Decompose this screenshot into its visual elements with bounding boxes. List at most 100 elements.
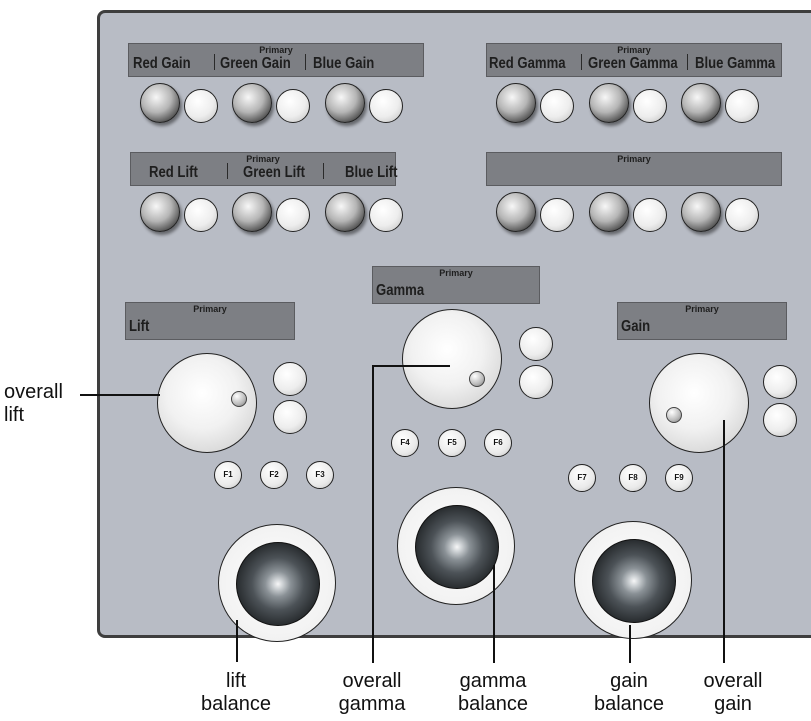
blue-lift-label: Blue Lift <box>345 164 398 181</box>
gain-trackball[interactable] <box>574 521 692 639</box>
green-lift-trim-knob[interactable] <box>232 192 272 232</box>
primary-label: Primary <box>685 304 719 314</box>
overall-lift-callout: overall lift <box>4 381 63 427</box>
callout-line-1: overall <box>4 381 63 403</box>
gamma-trackball[interactable] <box>397 487 515 605</box>
lift-display: Primary Lift <box>125 302 295 340</box>
overall-lift-knob[interactable] <box>157 353 257 453</box>
gain-trackball-ball <box>592 539 676 623</box>
gain-display: Primary Gain <box>617 302 787 340</box>
gain-row-display: Primary Red Gain Green Gain Blue Gain <box>128 43 424 77</box>
callout-line-1: gain <box>610 670 648 692</box>
green-lift-label: Green Lift <box>243 164 305 181</box>
separator <box>581 54 582 70</box>
overall-gain-knob[interactable] <box>649 353 749 453</box>
overall-gamma-knob[interactable] <box>402 309 502 409</box>
f2-key[interactable]: F2 <box>260 461 288 489</box>
green-lift-button[interactable] <box>276 198 310 232</box>
f6-key[interactable]: F6 <box>484 429 512 457</box>
gamma-display: Primary Gamma <box>372 266 540 304</box>
gamma-balance-callout: gamma balance <box>443 670 543 716</box>
separator <box>214 54 215 70</box>
blank-row-display: Primary <box>486 152 782 186</box>
f4-key[interactable]: F4 <box>391 429 419 457</box>
green-gain-label: Green Gain <box>220 55 291 72</box>
gain-balance-leader <box>629 625 631 663</box>
lift-trackball-ball <box>236 542 320 626</box>
lift-balance-callout: lift balance <box>186 670 286 716</box>
f3-key[interactable]: F3 <box>306 461 334 489</box>
gamma-trackball-ball <box>415 505 499 589</box>
trim-button[interactable] <box>633 198 667 232</box>
gain-label: Gain <box>621 318 651 335</box>
primary-label: Primary <box>439 268 473 278</box>
trim-button[interactable] <box>725 198 759 232</box>
overall-gamma-callout: overall gamma <box>322 670 422 716</box>
callout-line-2: balance <box>593 693 665 715</box>
red-gain-button[interactable] <box>184 89 218 123</box>
blue-gain-button[interactable] <box>369 89 403 123</box>
blue-gamma-trim-knob[interactable] <box>681 83 721 123</box>
f7-key[interactable]: F7 <box>568 464 596 492</box>
knob-dimple <box>666 407 682 423</box>
callout-line-1: overall <box>703 670 763 692</box>
lift-button-lower[interactable] <box>273 400 307 434</box>
separator <box>687 54 688 70</box>
red-lift-trim-knob[interactable] <box>140 192 180 232</box>
f9-key[interactable]: F9 <box>665 464 693 492</box>
separator <box>305 54 306 70</box>
gain-button-upper[interactable] <box>763 365 797 399</box>
callout-line-2: gamma <box>338 693 406 715</box>
red-gamma-trim-knob[interactable] <box>496 83 536 123</box>
green-gain-trim-knob[interactable] <box>232 83 272 123</box>
blue-gain-trim-knob[interactable] <box>325 83 365 123</box>
primary-label: Primary <box>259 45 293 55</box>
red-lift-button[interactable] <box>184 198 218 232</box>
f5-key[interactable]: F5 <box>438 429 466 457</box>
red-lift-label: Red Lift <box>149 164 198 181</box>
trim-knob[interactable] <box>496 192 536 232</box>
gamma-label: Gamma <box>376 282 425 299</box>
gamma-button-lower[interactable] <box>519 365 553 399</box>
gamma-row-display: Primary Red Gamma Green Gamma Blue Gamma <box>486 43 782 77</box>
lift-balance-leader <box>236 620 238 662</box>
f8-key[interactable]: F8 <box>619 464 647 492</box>
separator <box>227 163 228 179</box>
overall-gamma-leader-h <box>372 365 450 367</box>
trim-knob[interactable] <box>681 192 721 232</box>
callout-line-1: gamma <box>459 670 527 692</box>
gamma-balance-leader <box>493 565 495 663</box>
gain-balance-callout: gain balance <box>579 670 679 716</box>
overall-lift-leader <box>80 394 160 396</box>
callout-line-1: overall <box>342 670 402 692</box>
lift-button-upper[interactable] <box>273 362 307 396</box>
separator <box>323 163 324 179</box>
primary-label: Primary <box>617 154 651 164</box>
green-gamma-button[interactable] <box>633 89 667 123</box>
callout-line-1: lift <box>226 670 246 692</box>
red-gain-trim-knob[interactable] <box>140 83 180 123</box>
green-gamma-label: Green Gamma <box>588 55 678 72</box>
trim-button[interactable] <box>540 198 574 232</box>
red-gain-label: Red Gain <box>133 55 191 72</box>
lift-row-display: Primary Red Lift Green Lift Blue Lift <box>130 152 398 186</box>
gamma-button-upper[interactable] <box>519 327 553 361</box>
primary-label: Primary <box>193 304 227 314</box>
callout-line-2: lift <box>4 404 24 426</box>
red-gamma-button[interactable] <box>540 89 574 123</box>
f1-key[interactable]: F1 <box>214 461 242 489</box>
blue-gamma-button[interactable] <box>725 89 759 123</box>
trim-knob[interactable] <box>589 192 629 232</box>
lift-label: Lift <box>129 318 150 335</box>
primary-label: Primary <box>617 45 651 55</box>
callout-line-2: balance <box>200 693 272 715</box>
overall-gamma-leader-v <box>372 365 374 663</box>
gain-button-lower[interactable] <box>763 403 797 437</box>
red-gamma-label: Red Gamma <box>489 55 566 72</box>
green-gain-button[interactable] <box>276 89 310 123</box>
blue-lift-trim-knob[interactable] <box>325 192 365 232</box>
blue-lift-button[interactable] <box>369 198 403 232</box>
overall-gain-callout: overall gain <box>683 670 783 716</box>
green-gamma-trim-knob[interactable] <box>589 83 629 123</box>
callout-line-2: balance <box>457 693 529 715</box>
